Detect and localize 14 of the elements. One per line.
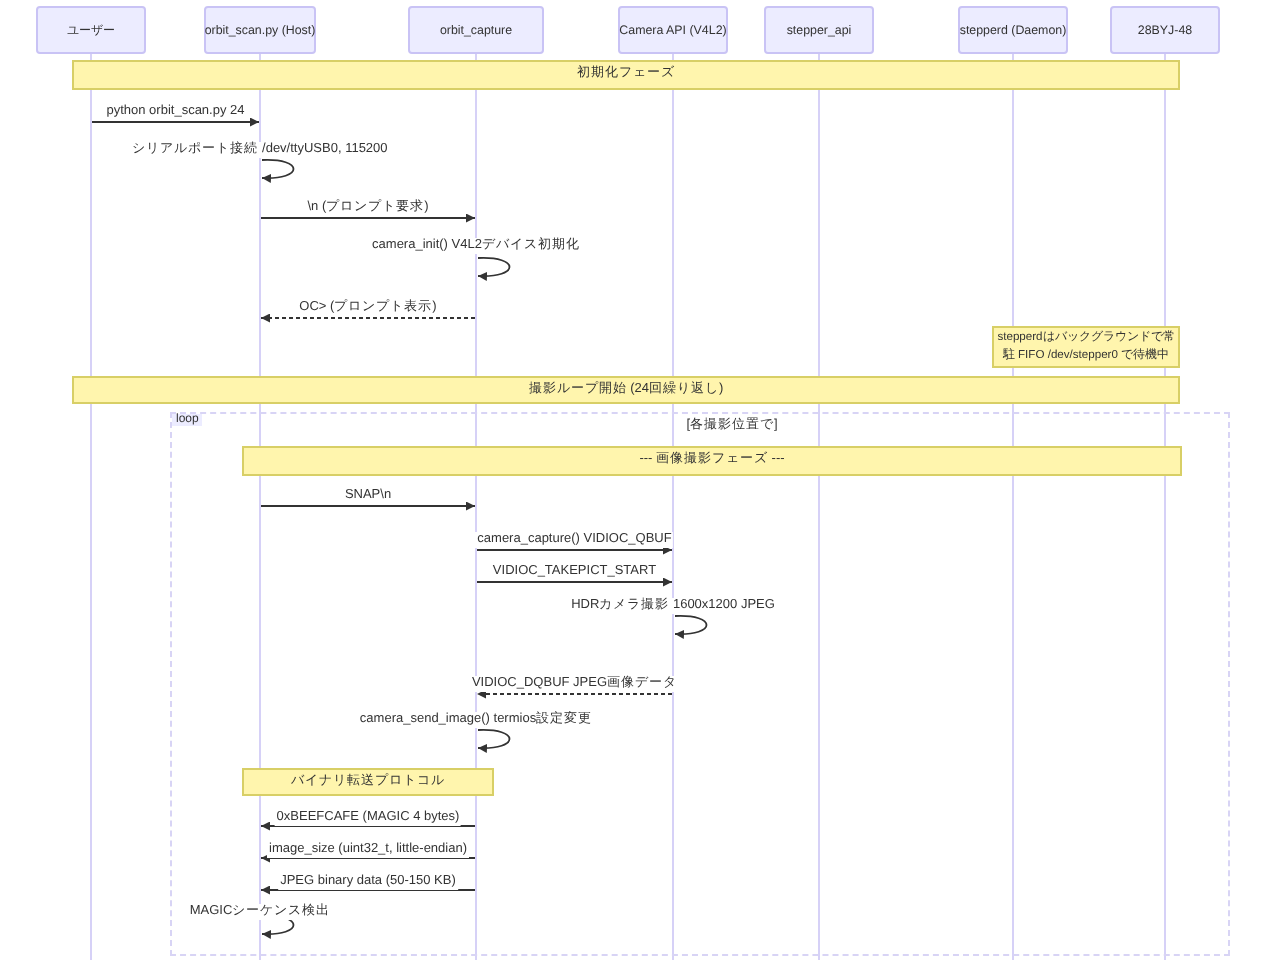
message-arrow (260, 821, 476, 831)
message-arrow (260, 853, 476, 863)
message-arrow (476, 577, 673, 587)
message-arrow (260, 213, 476, 223)
message-arrow (476, 689, 673, 699)
message-arrow (260, 313, 476, 323)
self-message-arrow (477, 729, 511, 753)
message-arrow (260, 885, 476, 895)
message-arrow (260, 501, 476, 511)
message-arrow (91, 117, 260, 127)
message-arrow (476, 545, 673, 555)
self-message-arrow (674, 615, 708, 639)
self-message-arrow (261, 159, 295, 183)
self-message-arrow (477, 257, 511, 281)
